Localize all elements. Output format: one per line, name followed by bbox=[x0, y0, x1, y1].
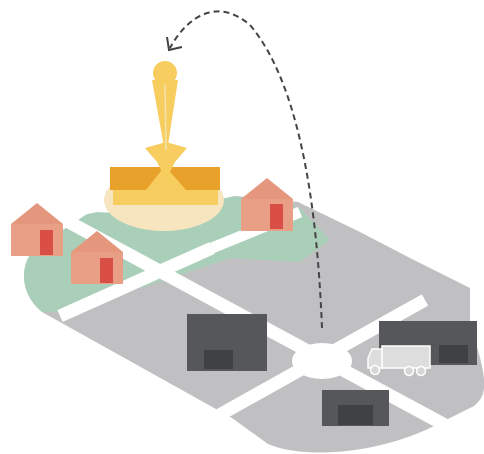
sun-icon bbox=[153, 61, 177, 85]
warehouse-center bbox=[187, 314, 267, 371]
road-lower-left bbox=[57, 242, 215, 322]
house-door bbox=[270, 204, 283, 229]
truck-wheel bbox=[415, 365, 427, 377]
roundabout bbox=[292, 343, 352, 379]
house-roof bbox=[241, 178, 293, 199]
house-roof bbox=[11, 203, 63, 224]
monument-plaza bbox=[104, 80, 224, 231]
house-wall bbox=[71, 252, 123, 284]
monument-star bbox=[145, 142, 187, 180]
house-left bbox=[11, 203, 63, 256]
truck-wheel bbox=[403, 365, 415, 377]
truck-wheel bbox=[369, 364, 381, 376]
delivery-truck-icon bbox=[367, 345, 431, 377]
monument-spire-highlight bbox=[164, 83, 167, 151]
house-center-left bbox=[71, 231, 123, 284]
warehouse-door bbox=[204, 350, 233, 369]
curved-dashed-arrow-icon bbox=[166, 10, 323, 329]
arrow-head bbox=[166, 36, 183, 52]
house-wall bbox=[11, 224, 63, 256]
house-wall bbox=[241, 199, 293, 231]
warehouse-door bbox=[439, 345, 468, 363]
house-roof bbox=[71, 231, 123, 252]
truck-cargo bbox=[381, 345, 431, 369]
warehouse-door bbox=[338, 405, 373, 425]
monument-base bbox=[113, 188, 218, 205]
arrow-path bbox=[169, 10, 323, 329]
house-right bbox=[241, 178, 293, 231]
warehouse-bottom bbox=[322, 390, 389, 426]
house-door bbox=[40, 230, 53, 255]
house-door bbox=[100, 258, 113, 283]
